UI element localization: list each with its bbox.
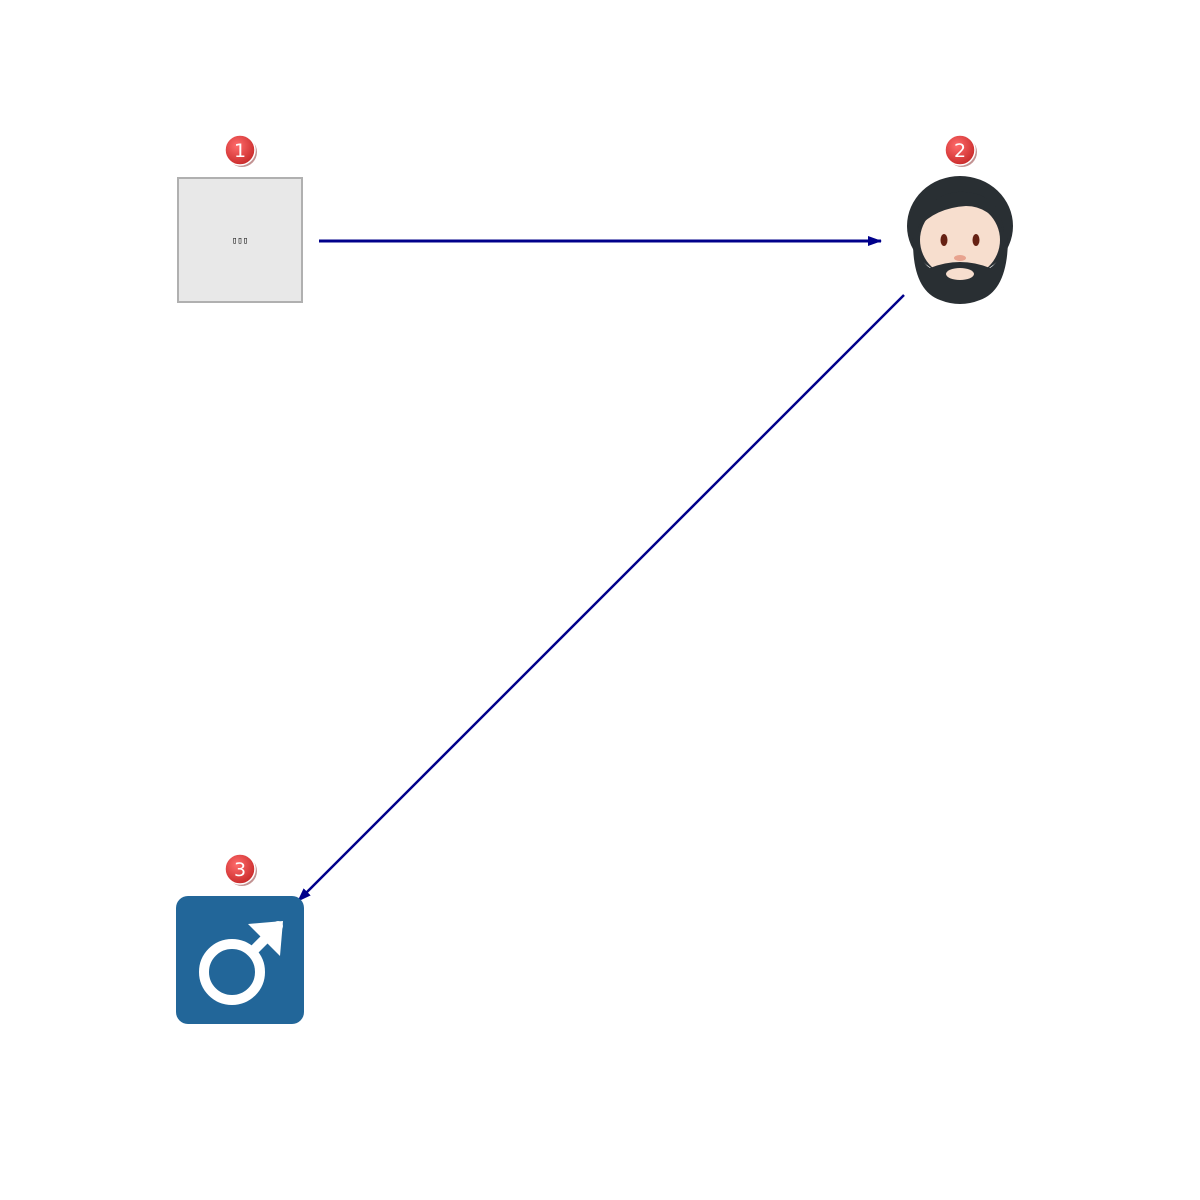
bearded-person-icon bbox=[907, 176, 1013, 304]
missing-glyph-icon: ▯▯▯ bbox=[232, 236, 248, 246]
node-1-badge: 1 bbox=[224, 134, 257, 167]
node-3[interactable] bbox=[176, 896, 304, 1024]
node-1-box bbox=[177, 177, 303, 303]
node-2[interactable] bbox=[907, 176, 1013, 304]
node-1-badge-label: 1 bbox=[234, 140, 246, 162]
node-3-badge: 3 bbox=[224, 853, 257, 886]
male-sign-icon bbox=[176, 896, 304, 1024]
node-2-badge: 2 bbox=[944, 134, 977, 167]
node-1[interactable]: ▯▯▯ bbox=[177, 177, 303, 303]
edge-2-to-3 bbox=[297, 294, 905, 902]
node-3-badge-label: 3 bbox=[234, 859, 246, 881]
node-2-badge-label: 2 bbox=[954, 140, 966, 162]
